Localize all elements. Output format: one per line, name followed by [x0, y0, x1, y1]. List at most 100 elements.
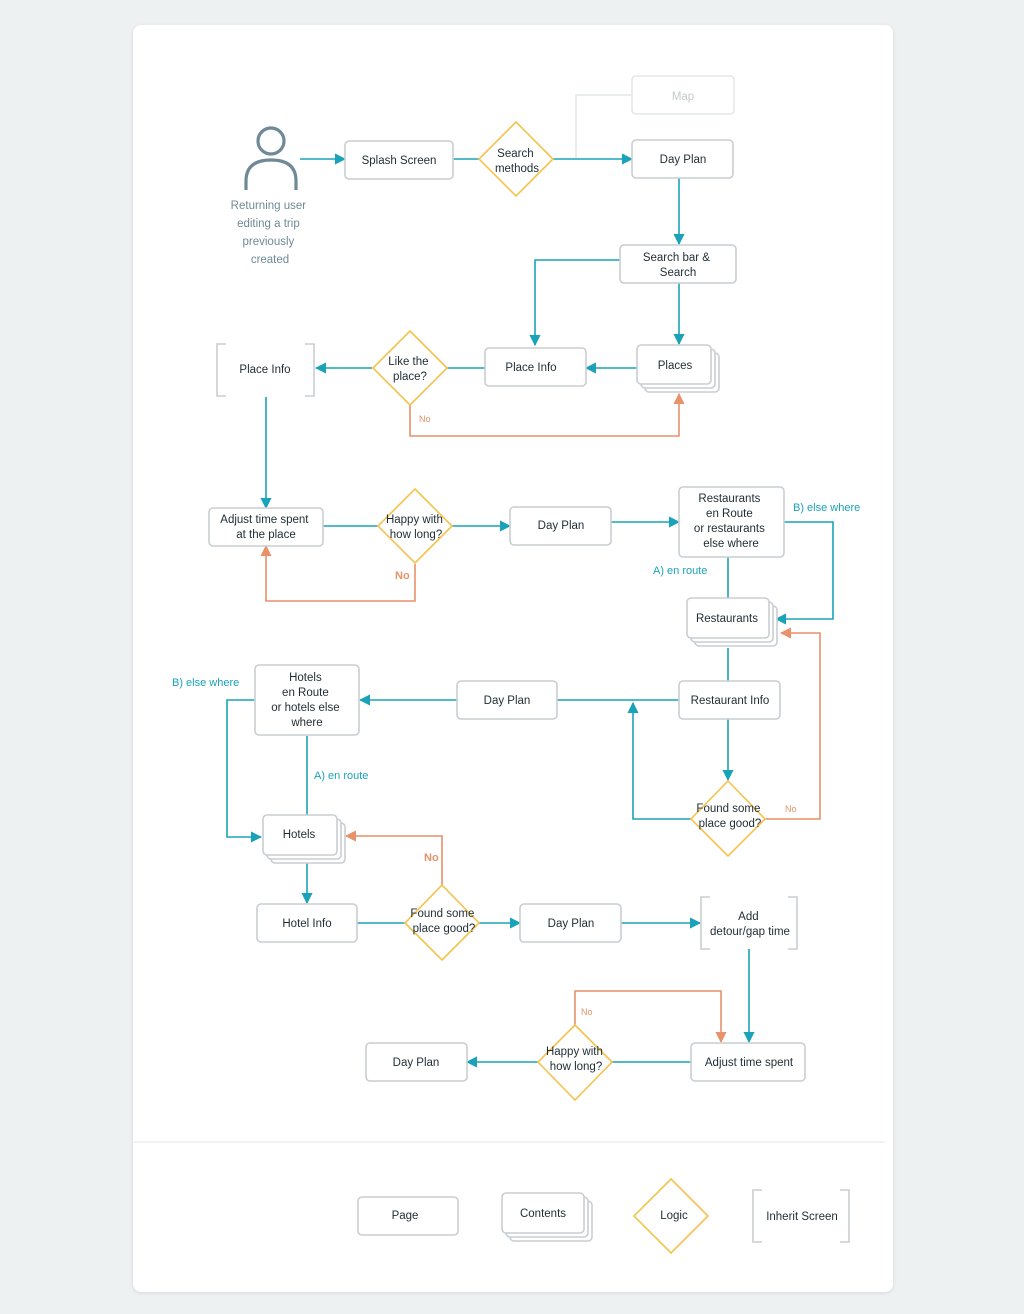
svg-text:Found some place good?: Found some place good?	[696, 803, 763, 830]
edge-else-where-hotels	[226, 699, 263, 843]
legend-inherit: Inherit Screen	[752, 1189, 850, 1243]
svg-text:Restaurants en Route: Restaurants en Route or restaurants else…	[694, 493, 768, 550]
node-day-plan-label: Day Plan	[484, 695, 531, 707]
node-restaurant-info: Restaurant Info	[678, 680, 781, 720]
logic-found-good-2: Found some place good?	[403, 883, 481, 962]
svg-text:Hotels en Route: Hotels en Route or hotels else where	[271, 672, 343, 729]
node-day-plan-2: Day Plan	[509, 506, 612, 546]
node-places: Places	[636, 344, 720, 393]
legend-contents-label: Contents	[520, 1208, 566, 1220]
legend-inherit-label: Inherit Screen	[766, 1211, 838, 1223]
node-line: else where	[703, 538, 759, 550]
svg-text:Returning user editing a: Returning user editing a trip previously…	[231, 200, 310, 266]
no-label: No	[395, 570, 410, 582]
svg-text:Add detour/gap time: Add detour/gap time	[710, 911, 790, 938]
edge-labels: No No No No No B) else where A) en route…	[172, 414, 860, 1017]
node-day-plan-label: Day Plan	[548, 918, 595, 930]
logic-line: Found some	[696, 803, 760, 815]
user-actor: Returning user editing a trip previously…	[231, 126, 310, 266]
node-line: at the place	[236, 529, 295, 541]
logic-line: how long?	[550, 1061, 602, 1073]
logic-line: Found some	[410, 908, 474, 920]
node-hotel-info-label: Hotel Info	[282, 918, 331, 930]
node-line: Adjust time spent	[220, 514, 309, 526]
node-line: Hotels	[289, 672, 322, 684]
logic-happy-2: Happy with how long?	[536, 1023, 614, 1102]
svg-text:Adjust time spent at t: Adjust time spent at the place	[220, 514, 311, 541]
en-route-label: A) en route	[653, 565, 707, 577]
node-day-plan-label: Day Plan	[660, 154, 707, 166]
node-places-label: Places	[658, 360, 693, 372]
node-line: where	[290, 717, 322, 729]
legend-contents: Contents	[501, 1192, 593, 1242]
node-day-plan-5: Day Plan	[365, 1042, 468, 1082]
node-splash-label: Splash Screen	[362, 155, 437, 167]
legend-logic-label: Logic	[660, 1210, 688, 1222]
node-search-bar: Search bar & Search	[619, 244, 737, 284]
edge-found-to-info	[627, 701, 692, 820]
node-line: en Route	[706, 508, 753, 520]
edge-no-like-to-places	[409, 392, 685, 437]
logic-line: place?	[393, 371, 427, 383]
edge-no-found2-to-hotels	[344, 830, 443, 885]
edge-search-to-map	[575, 94, 632, 158]
node-place-info-label: Place Info	[505, 362, 556, 374]
no-label: No	[581, 1007, 593, 1017]
legend-page-label: Page	[392, 1210, 419, 1222]
user-icon	[244, 126, 298, 190]
actor-label-line: Returning user	[231, 200, 307, 212]
node-day-plan-3: Day Plan	[456, 680, 558, 720]
logic-happy-1: Happy with how long?	[376, 487, 454, 565]
else-where-label: B) else where	[793, 502, 860, 514]
node-day-plan-4: Day Plan	[519, 903, 622, 943]
node-line: en Route	[282, 687, 329, 699]
logic-line: place good?	[699, 818, 762, 830]
node-restaurant-info-label: Restaurant Info	[691, 695, 770, 707]
edge-searchbar-to-placeinfo	[529, 259, 620, 347]
logic-line: Happy with	[386, 514, 443, 526]
svg-text:Happy with how long?: Happy with how long?	[546, 1046, 606, 1073]
logic-line: how long?	[390, 529, 442, 541]
edge-no-happy-to-adjust	[260, 544, 416, 602]
svg-text:Search bar & Search: Search bar & Search	[643, 252, 713, 279]
inherit-add-detour: Add detour/gap time	[700, 896, 798, 950]
en-route-label: A) en route	[314, 770, 368, 782]
no-label: No	[424, 852, 439, 864]
node-restaurants-choice: Restaurants en Route or restaurants else…	[678, 486, 785, 558]
node-line: Search	[660, 267, 696, 279]
actor-label-line: created	[251, 254, 289, 266]
logic-line: place good?	[413, 923, 476, 935]
node-line: or restaurants	[694, 523, 765, 535]
node-day-plan-label: Day Plan	[538, 520, 585, 532]
else-where-label: B) else where	[172, 677, 239, 689]
no-label: No	[785, 804, 797, 814]
node-day-plan-1: Day Plan	[631, 139, 734, 179]
logic-line: Search	[497, 148, 533, 160]
inherit-line: Add	[738, 911, 758, 923]
edge-else-where-restaurants	[774, 521, 834, 625]
node-hotels-choice: Hotels en Route or hotels else where	[254, 664, 360, 736]
svg-text:Found some place good?: Found some place good?	[410, 908, 477, 935]
node-splash-screen: Splash Screen	[344, 140, 454, 180]
logic-line: Like the	[388, 356, 428, 368]
logic-like-place: Like the place?	[371, 329, 449, 407]
logic-search-methods: Search methods	[477, 120, 555, 198]
node-day-plan-label: Day Plan	[393, 1057, 440, 1069]
edge-no-found-to-restaurants	[765, 627, 821, 820]
legend: Page Contents Logic Inherit Screen	[357, 1177, 850, 1255]
node-restaurants-label: Restaurants	[696, 613, 758, 625]
node-adjust-time: Adjust time spent	[690, 1042, 806, 1082]
inherit-place-info: Place Info	[216, 343, 315, 397]
actor-label-line: previously	[243, 236, 295, 248]
logic-line: methods	[495, 163, 539, 175]
edge-no-happy2-to-adjust	[574, 990, 727, 1044]
no-label: No	[419, 414, 431, 424]
svg-text:Happy with how long?: Happy with how long?	[386, 514, 446, 541]
svg-text:Search methods: Search methods	[495, 148, 539, 175]
node-restaurants: Restaurants	[686, 597, 778, 647]
node-place-info: Place Info	[484, 347, 587, 387]
logic-line: Happy with	[546, 1046, 603, 1058]
node-hotel-info: Hotel Info	[256, 903, 358, 943]
node-line: or hotels else	[271, 702, 339, 714]
